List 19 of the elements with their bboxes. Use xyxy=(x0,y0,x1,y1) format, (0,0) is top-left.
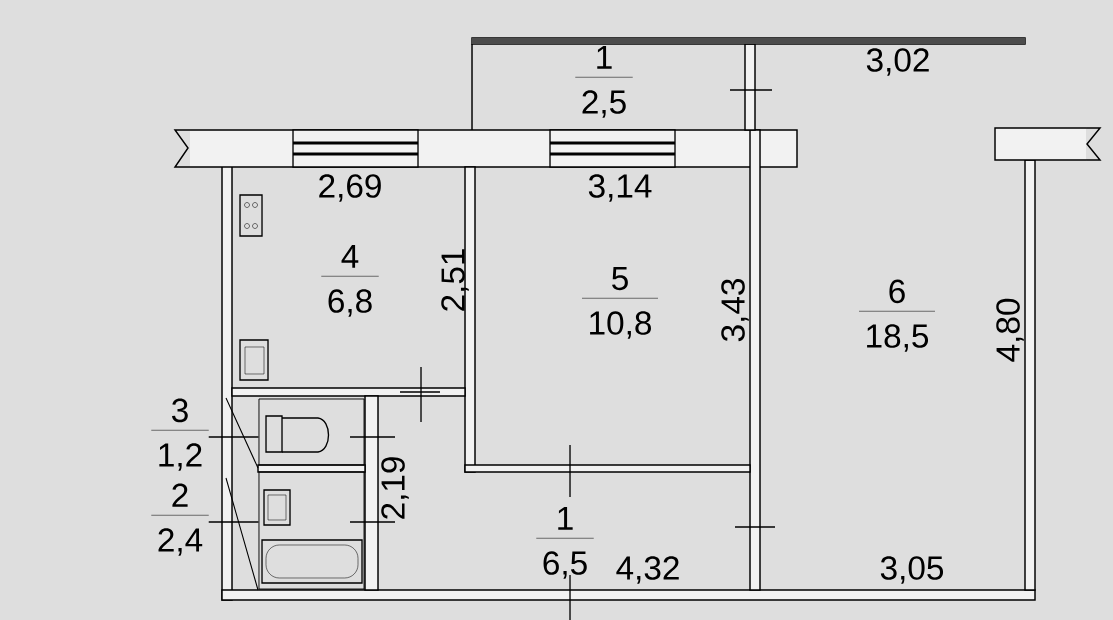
room-area-label: 1 2,5 xyxy=(575,45,633,118)
room-outline xyxy=(258,471,365,590)
dimension-label: 4,80 xyxy=(996,298,1024,362)
dimension-label: 2,19 xyxy=(381,457,409,519)
dimension-label: 3,43 xyxy=(721,279,749,342)
room-area-label: 3 1,2 xyxy=(151,398,209,471)
room-area-label: 5 10,8 xyxy=(581,266,659,339)
room-area-label: 1 6,5 xyxy=(536,506,594,579)
leader-line xyxy=(208,521,260,523)
room-area-label: 4 6,8 xyxy=(321,244,379,317)
dimension-label: 3,05 xyxy=(880,556,944,584)
room-area-label: 2 2,4 xyxy=(151,483,209,556)
room-area-label: 6 18,5 xyxy=(858,279,936,352)
dimension-label: 3,02 xyxy=(866,48,929,76)
dimension-label: 3,14 xyxy=(588,174,652,202)
leader-line xyxy=(208,436,260,438)
dimension-label: 2,51 xyxy=(441,249,469,311)
dimension-label: 2,69 xyxy=(319,174,381,202)
room-outline xyxy=(258,398,365,466)
